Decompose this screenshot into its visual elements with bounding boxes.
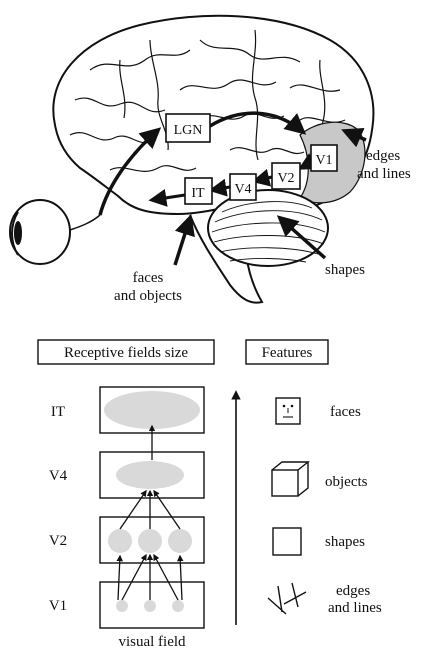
annotation-faces-line2: and objects	[114, 288, 182, 304]
feature-edges-line1: edges	[336, 583, 370, 599]
level-label-v4: V4	[49, 468, 68, 484]
area-lgn: LGN	[166, 114, 210, 142]
pupil	[14, 221, 22, 245]
area-v2: V2	[272, 163, 300, 189]
area-v1-label: V1	[315, 153, 332, 168]
receptive-field-v2-center	[138, 529, 162, 553]
feature-objects: objects	[325, 474, 368, 490]
area-v4: V4	[230, 174, 256, 200]
receptive-field-v2-left	[108, 529, 132, 553]
receptive-field-v1-center	[144, 600, 156, 612]
annotation-shapes: shapes	[325, 262, 365, 278]
hierarchy-schematic: Receptive fields size Features IT V4 V2 …	[38, 340, 382, 650]
feature-shapes: shapes	[325, 534, 365, 550]
feature-edges-line2: and lines	[328, 600, 382, 616]
receptive-field-v4	[116, 461, 184, 489]
features-title: Features	[262, 345, 313, 361]
area-v1: V1	[311, 145, 337, 171]
annotation-edges-line2: and lines	[357, 166, 411, 182]
face-icon	[276, 398, 300, 424]
area-lgn-label: LGN	[174, 123, 203, 138]
receptive-field-it	[104, 391, 200, 429]
area-v2-label: V2	[277, 171, 294, 186]
pointer-faces	[175, 218, 190, 265]
level-label-it: IT	[51, 404, 65, 420]
bottom-caption: visual field	[118, 634, 186, 650]
square-icon	[273, 528, 301, 555]
level-label-v2: V2	[49, 533, 67, 549]
feature-faces: faces	[330, 404, 361, 420]
area-v4-label: V4	[234, 182, 251, 197]
cube-icon	[272, 462, 308, 496]
edges-lines-icon	[268, 583, 306, 614]
receptive-field-v2-right	[168, 529, 192, 553]
receptive-title: Receptive fields size	[64, 345, 188, 361]
receptive-field-v1-left	[116, 600, 128, 612]
annotation-edges-line1: edges	[366, 148, 400, 164]
area-it: IT	[185, 178, 212, 204]
optic-nerve	[70, 215, 100, 230]
annotation-faces-line1: faces	[133, 270, 164, 286]
level-label-v1: V1	[49, 598, 67, 614]
brain-illustration: LGN V1 V2 V4 IT edges and lines shapes f…	[10, 16, 411, 304]
area-it-label: IT	[191, 186, 205, 201]
receptive-field-v1-right	[172, 600, 184, 612]
